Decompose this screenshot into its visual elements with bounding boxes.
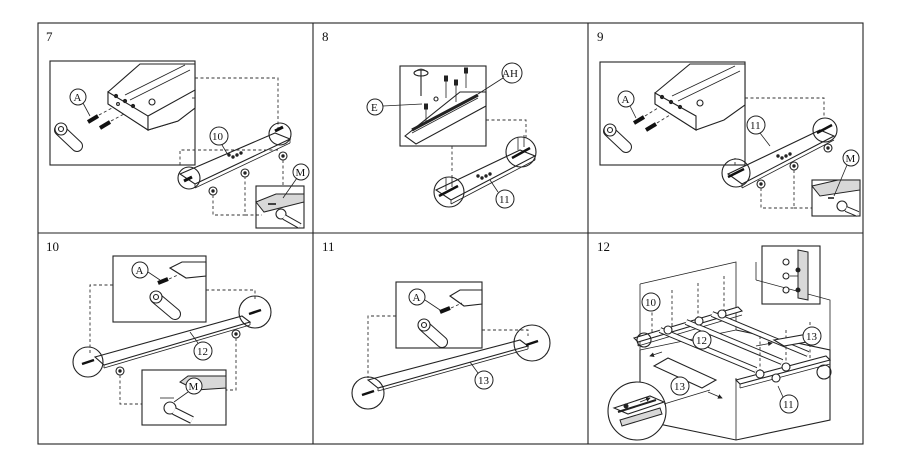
callout-label: M bbox=[846, 153, 856, 165]
step-11-panel: 11 A bbox=[322, 239, 551, 410]
callout-label: 13 bbox=[806, 331, 818, 343]
dowel-icon bbox=[54, 122, 83, 152]
callout-bubble: 11 bbox=[746, 115, 771, 147]
cam-lock-detail-inset: M bbox=[141, 369, 227, 426]
callout-bubble: A bbox=[69, 88, 91, 117]
callout-bubble: 10 bbox=[641, 292, 661, 312]
callout-bubble: A bbox=[408, 288, 441, 311]
board-end-detail-inset: A bbox=[49, 60, 196, 166]
callout-bubble: 13 bbox=[469, 361, 494, 390]
screw-set bbox=[424, 67, 468, 124]
step-8-panel: 8 E bbox=[322, 29, 537, 209]
callout-label: AH bbox=[502, 68, 518, 80]
callout-label: A bbox=[413, 292, 421, 304]
step-number: 9 bbox=[597, 29, 604, 44]
callout-bubble: 12 bbox=[189, 331, 213, 361]
step-10-panel: 10 A bbox=[46, 239, 272, 426]
callout-label: 11 bbox=[750, 120, 761, 132]
step-number: 7 bbox=[46, 29, 53, 44]
step-7-panel: 7 A bbox=[46, 29, 310, 229]
callout-label: 13 bbox=[478, 375, 490, 387]
side-rail-part-10 bbox=[178, 132, 292, 189]
dowel-icon bbox=[417, 318, 448, 348]
step-9-panel: 9 A bbox=[597, 29, 861, 217]
callout-bubble: AH bbox=[477, 62, 523, 95]
screw-set bbox=[445, 135, 525, 190]
slat-insertion-zoom-detail bbox=[607, 381, 711, 441]
callout-bubble: 11 bbox=[777, 385, 799, 414]
callout-bubble: A bbox=[617, 90, 637, 119]
callout-label: A bbox=[136, 265, 144, 277]
callout-bubble: 11 bbox=[489, 179, 515, 209]
slat-part-13 bbox=[366, 339, 530, 392]
rail-part-11-assembled bbox=[734, 355, 832, 389]
dowel bbox=[86, 107, 113, 124]
callout-label: M bbox=[189, 381, 199, 393]
step-number: 12 bbox=[597, 239, 610, 254]
callout-bubble: M bbox=[833, 149, 860, 197]
callout-bubble: M bbox=[173, 377, 203, 403]
callout-bubble: E bbox=[366, 98, 423, 116]
dowel-detail-inset: A bbox=[112, 255, 207, 323]
callout-bubble: 13 bbox=[802, 326, 822, 346]
callout-bubble: A bbox=[131, 261, 161, 281]
dowel bbox=[644, 114, 671, 132]
step-number: 10 bbox=[46, 239, 59, 254]
dowel-hole-detail-inset bbox=[761, 245, 821, 305]
panel-grid bbox=[37, 22, 864, 445]
dowel-detail-inset: A bbox=[395, 281, 483, 349]
callout-label: 12 bbox=[696, 335, 707, 347]
dowel-icon bbox=[149, 290, 181, 320]
cam-lock-detail-inset: M bbox=[811, 149, 861, 217]
callout-label: 13 bbox=[674, 381, 686, 393]
callout-label: A bbox=[74, 92, 82, 104]
callout-label: 11 bbox=[783, 399, 794, 411]
callout-label: M bbox=[296, 167, 306, 179]
board-end-detail-inset: A bbox=[599, 61, 746, 166]
side-rail-part-11 bbox=[726, 129, 836, 189]
cross-slat-set bbox=[658, 311, 810, 373]
dowel bbox=[98, 113, 125, 130]
slat-part-12 bbox=[93, 315, 252, 369]
step-number: 11 bbox=[322, 239, 335, 254]
callout-bubble: M bbox=[282, 163, 310, 199]
callout-label: 11 bbox=[499, 194, 510, 206]
callout-bubble: 13 bbox=[670, 376, 690, 396]
step-number: 8 bbox=[322, 29, 329, 44]
screw-mounting-detail-inset bbox=[399, 65, 487, 147]
dowel-icon bbox=[603, 123, 632, 153]
cam-lock-detail-inset: M bbox=[255, 163, 310, 229]
callout-bubble: 10 bbox=[209, 126, 229, 156]
callout-bubble: 12 bbox=[692, 330, 712, 350]
step-12-panel: 12 bbox=[597, 239, 832, 441]
callout-label: 10 bbox=[645, 297, 657, 309]
callout-label: 10 bbox=[212, 131, 224, 143]
screwdriver-icon bbox=[413, 68, 429, 96]
callout-label: 12 bbox=[197, 346, 208, 358]
callout-label: E bbox=[371, 102, 378, 114]
callout-label: A bbox=[622, 94, 630, 106]
dowel bbox=[632, 107, 659, 125]
